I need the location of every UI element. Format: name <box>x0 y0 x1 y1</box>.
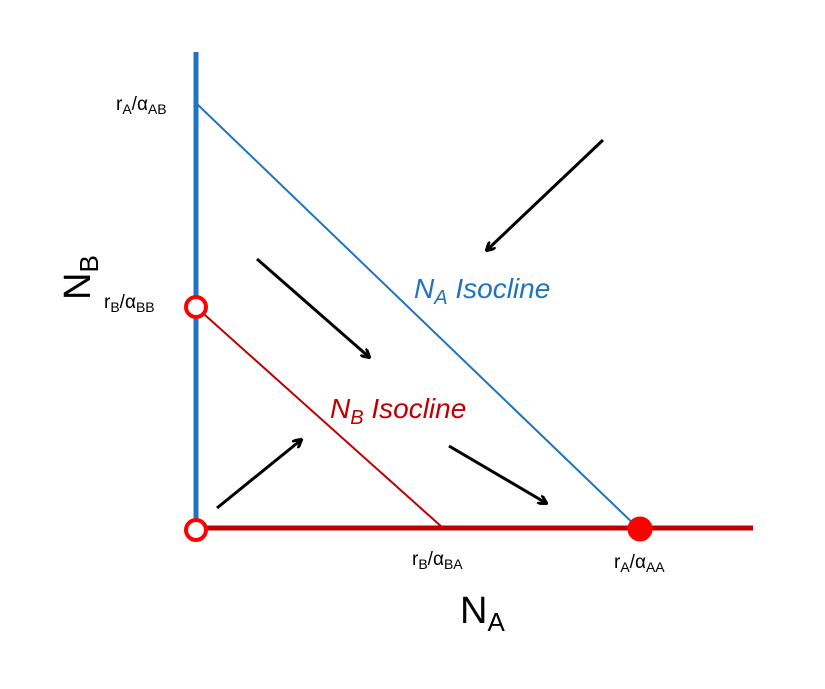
equilibrium-na-only-stable <box>627 516 653 542</box>
label-ra-over-alpha-ab: rA/αAB <box>116 94 167 117</box>
na-isocline-line <box>195 102 641 531</box>
nb-isocline-label: NB Isocline <box>330 393 466 429</box>
nb-isocline-line <box>195 306 444 529</box>
trajectory-arrow-upper-right <box>487 138 605 250</box>
equilibrium-nb-only-unstable <box>184 295 208 319</box>
trajectory-arrow-lower-right <box>448 444 546 503</box>
trajectory-arrow-lower-left <box>216 440 301 510</box>
label-rb-over-alpha-bb: rB/αBB <box>104 292 155 315</box>
trajectory-arrow-middle <box>256 257 369 357</box>
x-axis-label: NA <box>460 590 505 637</box>
y-axis-label: NB <box>57 255 104 300</box>
na-isocline-label: NA Isocline <box>414 273 550 309</box>
label-ra-over-alpha-aa: rA/αAA <box>614 552 665 575</box>
equilibrium-origin-unstable <box>184 518 208 542</box>
label-rb-over-alpha-ba: rB/αBA <box>412 549 463 572</box>
